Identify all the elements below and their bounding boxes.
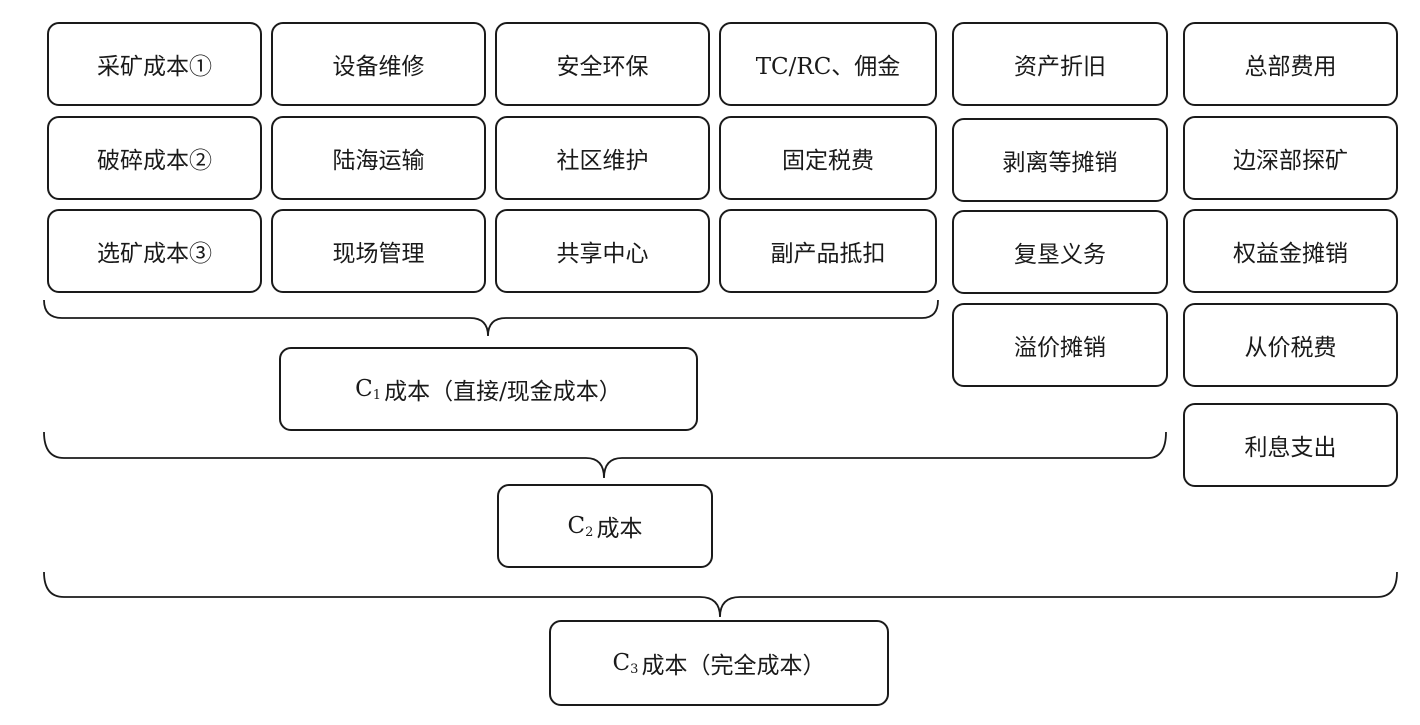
c3-item-headquarters-expense: 总部费用: [1183, 22, 1398, 106]
bracket-c1: [43, 299, 939, 337]
c1-item-tcrc-commission: TC/RC、佣金: [719, 22, 937, 106]
c3-item-royalty-amortization: 权益金摊销: [1183, 209, 1398, 293]
c1-item-shared-center: 共享中心: [495, 209, 710, 293]
c3-item-edge-deep-exploration: 边深部探矿: [1183, 116, 1398, 200]
c1-subscript: 1: [372, 387, 382, 403]
c1-item-crushing-cost: 破碎成本②: [47, 116, 262, 200]
c1-item-byproduct-credit: 副产品抵扣: [719, 209, 937, 293]
c1-item-land-sea-transport: 陆海运输: [271, 116, 486, 200]
c1-item-community-maintenance: 社区维护: [495, 116, 710, 200]
c1-item-beneficiation-cost: 选矿成本③: [47, 209, 262, 293]
c1-letter: C: [355, 376, 373, 402]
c2-item-premium-amortization: 溢价摊销: [952, 303, 1168, 387]
bracket-c2: [43, 431, 1167, 479]
c3-label: 成本（完全成本）: [641, 653, 826, 679]
c2-label: 成本: [596, 516, 643, 542]
c1-item-equipment-maintenance: 设备维修: [271, 22, 486, 106]
c1-item-site-management: 现场管理: [271, 209, 486, 293]
c1-item-mining-cost: 采矿成本①: [47, 22, 262, 106]
c1-item-fixed-taxes: 固定税费: [719, 116, 937, 200]
c2-item-reclamation-obligation: 复垦义务: [952, 210, 1168, 294]
c2-letter: C: [567, 513, 586, 539]
c2-item-asset-depreciation: 资产折旧: [952, 22, 1168, 106]
c3-subscript: 3: [630, 661, 639, 677]
bracket-c3: [43, 571, 1398, 618]
c2-item-stripping-amortization: 剥离等摊销: [952, 118, 1168, 202]
c3-item-ad-valorem-tax: 从价税费: [1183, 303, 1398, 387]
c1-label: 成本（直接/现金成本）: [384, 379, 622, 405]
c3-item-interest-expense: 利息支出: [1183, 403, 1398, 487]
c2-subscript: 2: [585, 524, 594, 540]
c3-letter: C: [612, 650, 631, 676]
c1-item-safety-environment: 安全环保: [495, 22, 710, 106]
